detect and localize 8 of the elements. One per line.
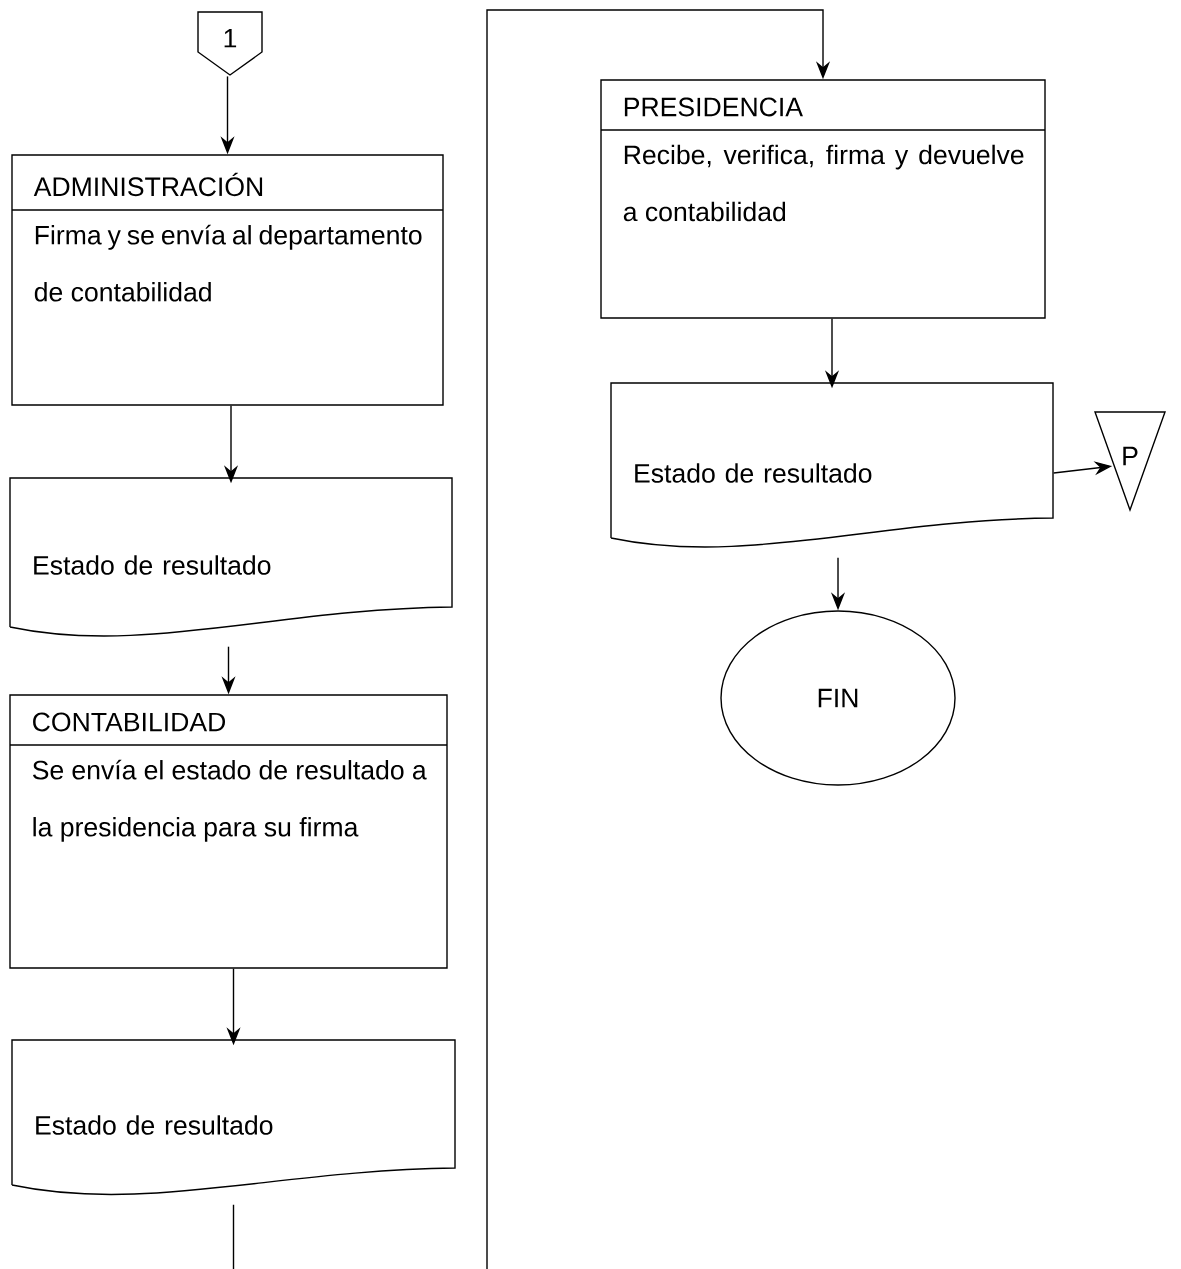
document-shape: Estado de resultado [610,382,1054,548]
process-box: CONTABILIDAD Se envía el estado de resultado a la presidencia para su firma [9,694,448,969]
document-shape: Estado de resultado [11,1039,456,1196]
arrow [232,9,831,1269]
process-box: PRESIDENCIA Recibe, verifica, firma y devuelve a contabilidad [600,79,1046,319]
document-shape: Estado de resultado [9,477,453,637]
off-page-connector: 1 [197,11,263,76]
process-box: ADMINISTRACIÓN Firma y se envía al departamento de contabilidad [11,154,444,406]
